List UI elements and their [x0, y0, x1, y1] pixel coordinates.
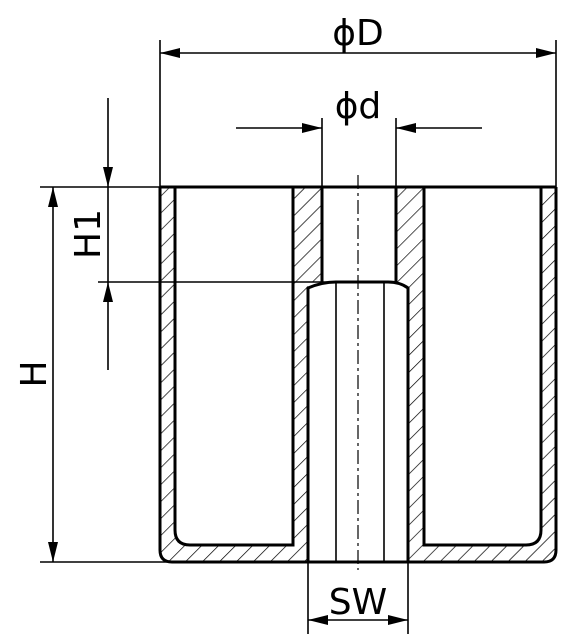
dimension-wrench-size: SW [307, 562, 409, 634]
dimension-bore-diameter: ϕd [236, 86, 482, 187]
dimension-thread-depth: H1 [68, 98, 322, 370]
label-wrench-size: SW [329, 582, 387, 623]
label-outer-diameter: ϕD [332, 13, 383, 54]
label-total-height: H [14, 360, 55, 387]
dimension-outer-diameter: ϕD [159, 13, 557, 187]
dimension-total-height: H [14, 186, 308, 563]
label-thread-depth: H1 [68, 209, 109, 259]
label-bore-diameter: ϕd [335, 86, 382, 127]
